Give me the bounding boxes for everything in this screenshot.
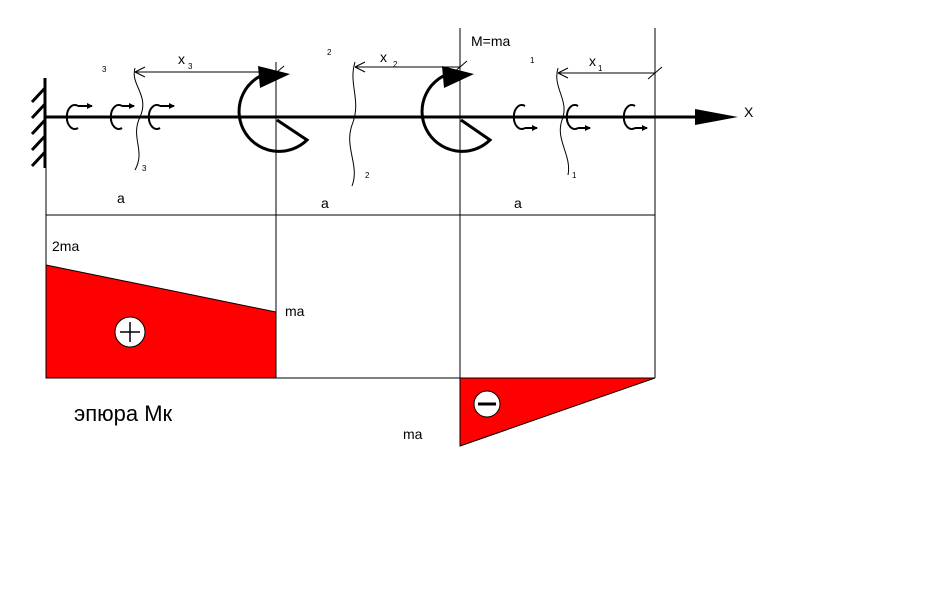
section-labels: 3 3 2 2 1 1	[102, 48, 577, 180]
shaft-axis: X	[45, 104, 754, 125]
svg-text:x: x	[178, 51, 185, 67]
svg-text:3: 3	[102, 65, 107, 74]
moment-label: M=ma	[471, 33, 511, 49]
svg-text:2: 2	[393, 60, 398, 69]
negative-region	[459, 377, 656, 447]
svg-text:a: a	[514, 195, 522, 211]
epure-value-mid: ma	[285, 303, 305, 319]
axis-label-x: X	[744, 104, 754, 120]
svg-text:3: 3	[188, 62, 193, 71]
external-moment-2: M=ma	[420, 33, 511, 153]
guide-lines	[45, 28, 656, 446]
svg-text:a: a	[321, 195, 329, 211]
svg-text:x: x	[380, 49, 387, 65]
fixed-support	[30, 78, 47, 168]
epure-value-neg: ma	[403, 426, 423, 442]
svg-text:a: a	[117, 190, 125, 206]
external-moment-1	[237, 66, 310, 153]
epure-title: эпюра Мк	[74, 401, 173, 426]
svg-text:2: 2	[365, 171, 370, 180]
svg-text:1: 1	[530, 56, 535, 65]
svg-text:1: 1	[572, 171, 577, 180]
coordinate-labels: x 3 x 2 x 1	[178, 49, 603, 73]
svg-text:x: x	[589, 53, 596, 69]
internal-moment-arrows	[65, 103, 648, 131]
section-cuts	[133, 61, 570, 187]
svg-text:3: 3	[142, 164, 147, 173]
torque-epure: 2ma ma ma эпюра Мк	[45, 238, 656, 447]
positive-region	[45, 264, 277, 379]
coordinate-dimensions	[134, 60, 663, 80]
svg-text:1: 1	[598, 64, 603, 73]
segment-length-labels: a a a	[117, 190, 522, 211]
epure-value-left: 2ma	[52, 238, 79, 254]
svg-text:2: 2	[327, 48, 332, 57]
